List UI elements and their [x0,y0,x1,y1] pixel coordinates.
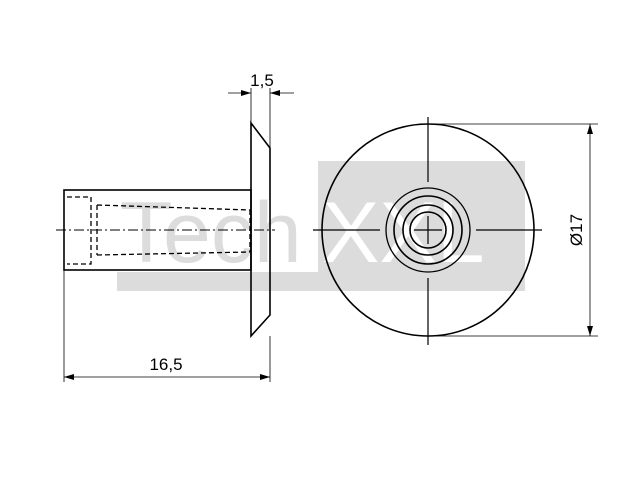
label-head-thickness: 1,5 [250,71,274,90]
crosshair [313,117,542,345]
ring-3 [402,204,454,256]
watermark-logo: Tech XXL [117,161,525,291]
label-diameter: Ø17 [567,214,586,246]
dimension-diameter [428,123,598,337]
watermark-tech: Tech [120,185,302,281]
side-view [56,120,275,339]
rivet-head [250,120,271,339]
ring-2 [393,195,463,265]
dimension-head-thickness [228,88,294,148]
hidden-bore [67,196,251,265]
dimension-total-length [63,270,271,382]
ring-outer [385,187,471,273]
ring-inner [409,211,447,249]
label-total-length: 16,5 [149,355,182,374]
